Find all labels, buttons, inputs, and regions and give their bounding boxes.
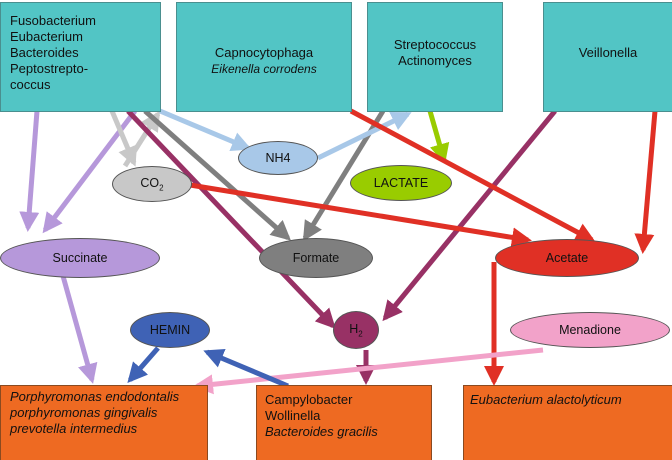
organism-label: Veillonella <box>578 45 638 60</box>
metabolite-acetate: Acetate <box>495 239 639 277</box>
arrow-box1-formate <box>143 109 291 241</box>
arrow-succinate-boxA <box>60 275 98 384</box>
organism-label: Eikenella corrodens <box>211 62 317 76</box>
arrow-box4-h2 <box>382 109 557 322</box>
arrow-box2-acetate <box>349 108 596 243</box>
metabolite-menadione: Menadione <box>510 312 670 348</box>
organism-label: Eubacterium <box>10 29 83 44</box>
source-box-capnocytophaga: Capnocytophaga Eikenella corrodens <box>176 2 352 112</box>
arrow-box1-h2 <box>126 109 336 329</box>
source-box-veillonella: Veillonella <box>543 2 672 112</box>
succinate-label: Succinate <box>52 251 108 265</box>
co2-label: CO2 <box>140 175 164 193</box>
h2-label: H2 <box>349 321 363 339</box>
organism-label: Fusobacterium <box>10 13 96 28</box>
organism-label: Capnocytophaga <box>214 45 314 60</box>
arrow-hemin-boxA <box>127 346 160 384</box>
arrow-co2-box2 <box>122 110 161 168</box>
organism-label: Wollinella <box>265 408 321 423</box>
arrow-menadione-boxA <box>193 347 544 395</box>
target-box-porphyromonas: Porphyromonas endodontalis porphyromonas… <box>0 385 208 460</box>
organism-label: Bacteroides <box>10 45 79 60</box>
source-box-streptococcus: Streptococcus Actinomyces <box>367 2 503 112</box>
organism-label: Eubacterium alactolyticum <box>470 392 622 407</box>
organism-label: Bacteroides gracilis <box>265 424 378 439</box>
arrow-co2-acetate <box>189 182 532 248</box>
arrow-box1-succinate <box>19 110 40 232</box>
organism-label: Campylobacter <box>265 392 353 407</box>
hemin-label: HEMIN <box>149 323 191 337</box>
metabolite-succinate: Succinate <box>0 238 160 278</box>
organism-label: Peptostrepto- <box>10 61 89 76</box>
arrow-box4-acetate <box>634 110 658 254</box>
metabolite-hemin: HEMIN <box>130 312 210 348</box>
arrow-box3-lactate <box>427 110 450 164</box>
metabolite-h2: H2 <box>333 311 379 349</box>
organism-label: coccus <box>10 77 51 92</box>
menadione-label: Menadione <box>559 323 621 337</box>
arrow-boxB-hemin <box>203 348 289 389</box>
organism-label: Streptococcus <box>393 37 477 52</box>
metabolite-formate: Formate <box>259 238 373 278</box>
metabolite-nh4: NH4 <box>238 141 318 175</box>
lactate-label: LACTATE <box>373 176 429 190</box>
source-box-fusobacterium: Fusobacterium Eubacterium Bacteroides Pe… <box>0 2 161 112</box>
organism-label: Porphyromonas endodontalis <box>10 389 180 404</box>
nh4-label: NH4 <box>265 151 291 165</box>
metabolite-co2: CO2 <box>112 166 192 202</box>
target-box-eubacterium: Eubacterium alactolyticum <box>463 385 672 460</box>
arrow-box1-nh4 <box>159 108 252 152</box>
target-box-campylobacter: Campylobacter Wollinella Bacteroides gra… <box>256 385 432 460</box>
organism-label: porphyromonas gingivalis <box>10 405 158 420</box>
organism-label: Actinomyces <box>398 53 472 68</box>
arrow-nh4-box3 <box>316 111 412 161</box>
organism-label: prevotella intermedius <box>10 421 138 436</box>
formate-label: Formate <box>292 251 340 265</box>
acetate-label: Acetate <box>545 251 589 265</box>
metabolite-lactate: LACTATE <box>350 165 452 201</box>
